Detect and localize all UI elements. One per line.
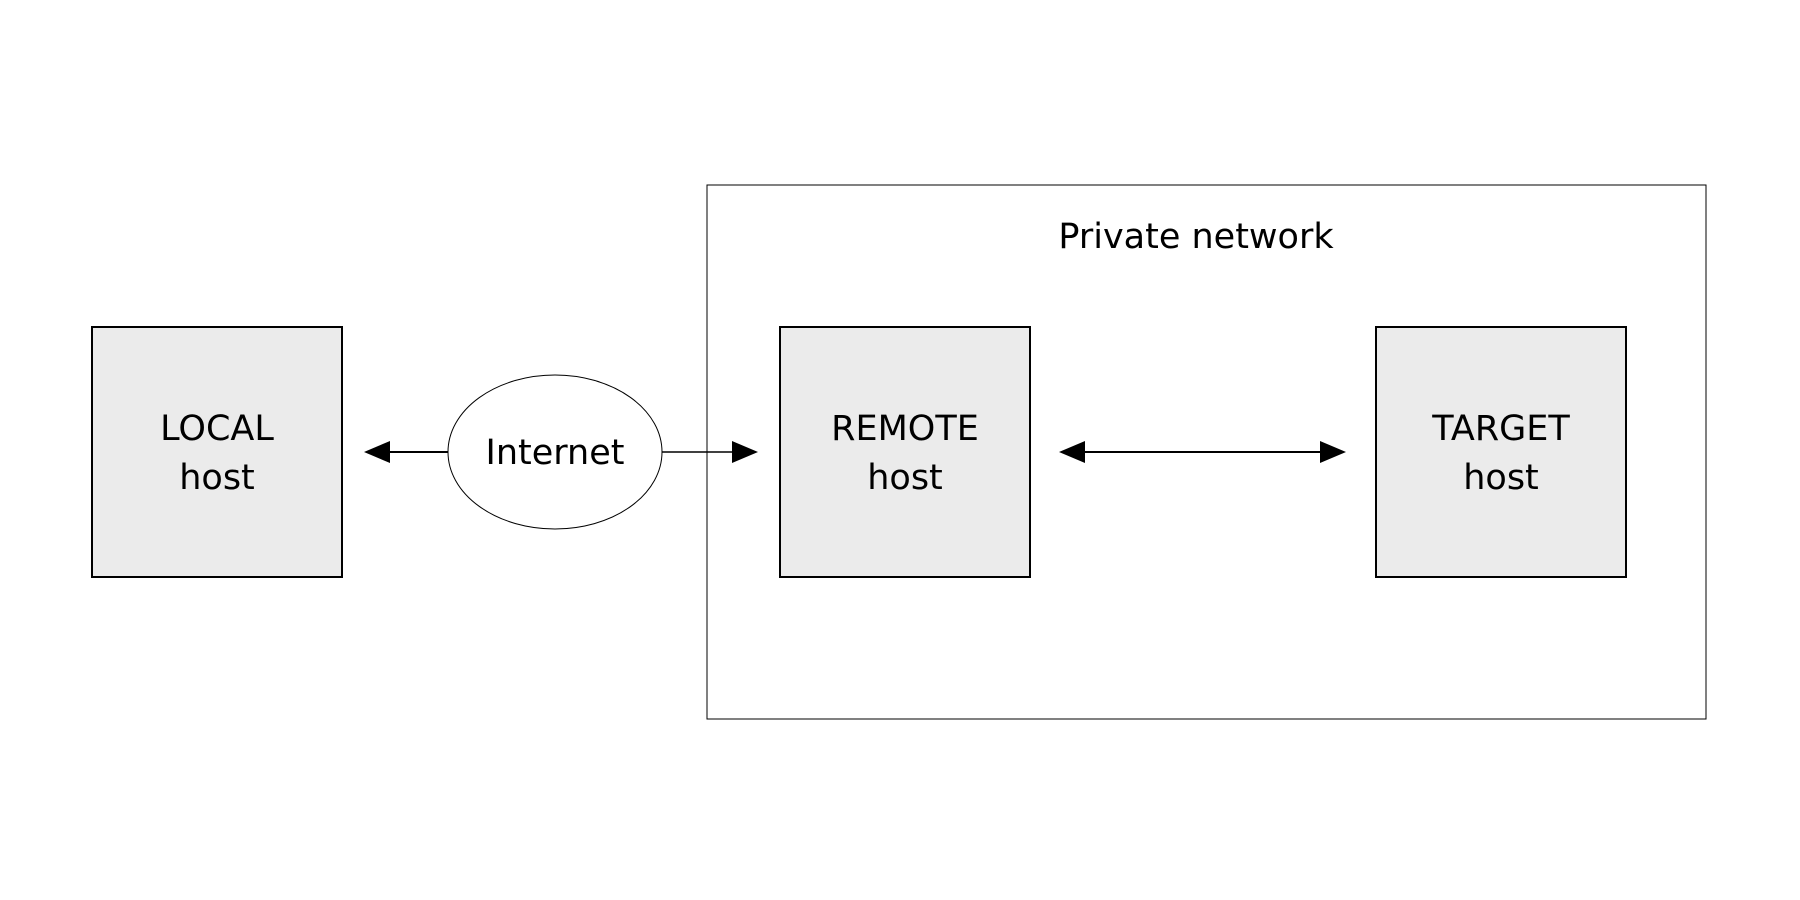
arrow-internet-to-remote-head bbox=[732, 441, 758, 463]
arrow-remote-target-head-left bbox=[1059, 441, 1085, 463]
target-host-label-line2: host bbox=[1463, 458, 1539, 498]
private-network-title: Private network bbox=[1058, 217, 1334, 257]
local-host-label-line1: LOCAL bbox=[160, 409, 274, 449]
arrow-remote-target-head-right bbox=[1320, 441, 1346, 463]
remote-host-box bbox=[779, 326, 1031, 578]
target-host-label-line1: TARGET bbox=[1431, 409, 1570, 449]
local-host-box bbox=[91, 326, 343, 578]
arrow-internet-to-local-head bbox=[364, 441, 390, 463]
target-host-box bbox=[1375, 326, 1627, 578]
internet-label: Internet bbox=[486, 433, 625, 473]
local-host-node: LOCAL host bbox=[91, 326, 343, 578]
target-host-node: TARGET host bbox=[1375, 326, 1627, 578]
arrow-internet-to-local bbox=[364, 441, 448, 463]
local-host-label-line2: host bbox=[179, 458, 255, 498]
internet-node: Internet bbox=[447, 374, 663, 530]
arrow-internet-to-remote bbox=[662, 441, 758, 463]
remote-host-node: REMOTE host bbox=[779, 326, 1031, 578]
remote-host-label-line2: host bbox=[867, 458, 943, 498]
remote-host-label-line1: REMOTE bbox=[831, 409, 979, 449]
arrow-remote-target bbox=[1059, 441, 1346, 463]
